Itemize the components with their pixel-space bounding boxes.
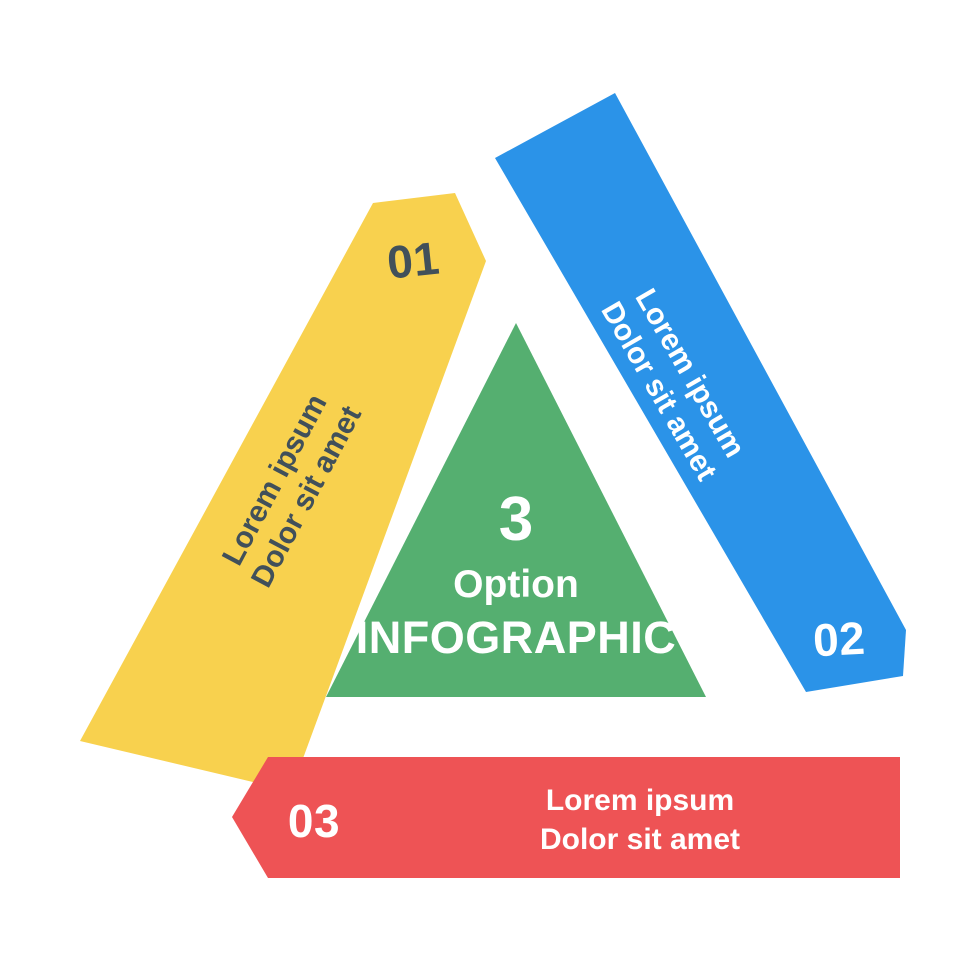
step-01-group[interactable]: 01 Lorem ipsum Dolor sit amet bbox=[80, 193, 486, 791]
step-03-caption-line2: Dolor sit amet bbox=[540, 823, 740, 856]
center-count: 3 bbox=[499, 485, 533, 554]
center-triangle-group[interactable]: 3 Option INFOGRAPHIC bbox=[326, 323, 706, 697]
step-02-arrow-shape[interactable] bbox=[495, 93, 906, 692]
step-03-group[interactable]: 03 Lorem ipsum Dolor sit amet bbox=[232, 757, 900, 878]
center-triangle-shape[interactable] bbox=[326, 323, 706, 697]
step-02-number: 02 bbox=[812, 612, 867, 667]
step-03-arrow-shape[interactable] bbox=[232, 757, 900, 878]
step-03-caption-line1: Lorem ipsum bbox=[546, 784, 734, 817]
step-03-number: 03 bbox=[288, 795, 340, 847]
step-01-number: 01 bbox=[385, 232, 442, 289]
center-title: INFOGRAPHIC bbox=[356, 612, 677, 663]
step-01-arrow-shape[interactable] bbox=[80, 193, 486, 791]
center-word: Option bbox=[453, 563, 579, 606]
